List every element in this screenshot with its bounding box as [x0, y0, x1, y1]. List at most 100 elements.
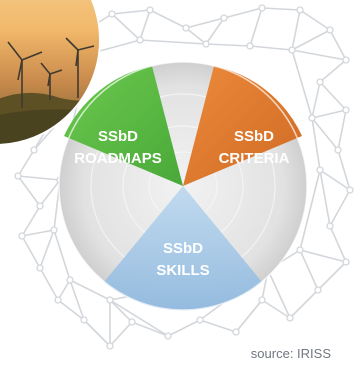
network-line [289, 289, 319, 319]
network-node [220, 14, 228, 22]
network-line [249, 45, 293, 51]
network-line [319, 169, 331, 227]
network-line [131, 321, 169, 337]
network-line [299, 249, 347, 263]
network-node [296, 246, 304, 254]
network-line [261, 7, 301, 11]
network-line [329, 189, 351, 227]
roadmaps-label-line1: SSbD [98, 128, 138, 145]
network-node [314, 286, 322, 294]
network-line [109, 299, 169, 337]
network-node [164, 332, 172, 340]
network-line [311, 117, 339, 151]
network-node [346, 186, 354, 194]
ssbd-wheel: SSbD ROADMAPS SSbD CRITERIA SSbD SKILLS [58, 61, 308, 311]
network-line [337, 109, 347, 151]
network-node [136, 36, 144, 44]
network-node [316, 78, 324, 86]
segment-criteria [183, 66, 302, 186]
network-line [299, 9, 331, 31]
network-line [95, 39, 141, 53]
network-line [39, 229, 55, 269]
network-node [286, 314, 294, 322]
network-node [288, 46, 296, 54]
network-line [69, 279, 85, 321]
network-line [291, 29, 331, 51]
network-line [337, 149, 351, 191]
network-line [39, 267, 59, 301]
network-node [36, 202, 44, 210]
network-line [83, 319, 111, 347]
network-node [196, 316, 204, 324]
network-line [109, 321, 133, 347]
network-line [139, 9, 151, 41]
network-node [342, 258, 350, 266]
network-node [308, 114, 316, 122]
network-node [232, 328, 240, 336]
network-line [223, 7, 263, 19]
network-line [311, 109, 347, 119]
network-node [18, 232, 26, 240]
criteria-label-line1: SSbD [234, 128, 274, 145]
criteria-label-line2: CRITERIA [219, 150, 290, 167]
network-node [296, 6, 304, 14]
network-line [291, 49, 313, 119]
network-line [53, 229, 71, 281]
network-line [17, 149, 35, 177]
network-node [342, 56, 350, 64]
network-node [36, 264, 44, 272]
network-line [111, 13, 141, 41]
network-line [299, 169, 321, 251]
network-node [258, 296, 266, 304]
network-node [66, 276, 74, 284]
network-line [291, 49, 347, 61]
network-line [329, 29, 347, 61]
network-lines [14, 4, 354, 350]
network-line [299, 249, 319, 291]
network-node [258, 4, 266, 12]
network-line [319, 169, 351, 191]
network-line [185, 27, 207, 45]
network-line [319, 59, 347, 83]
network-line [317, 261, 347, 291]
network-node [326, 26, 334, 34]
network-line [319, 81, 347, 111]
network-line [291, 9, 301, 51]
network-node [50, 226, 58, 234]
network-line [39, 179, 61, 207]
network-node [334, 146, 342, 154]
network-line [109, 299, 133, 323]
network-node [326, 222, 334, 230]
network-line [57, 279, 71, 301]
network-node [316, 166, 324, 174]
network-line [235, 299, 263, 333]
segment-skills [104, 186, 262, 311]
network-node [30, 146, 38, 154]
photo-border [0, 0, 101, 146]
skills-label-line2: SKILLS [156, 262, 209, 279]
network-line [149, 9, 187, 29]
segment-roadmaps [64, 66, 183, 186]
network-node [106, 296, 114, 304]
network-node [182, 24, 190, 32]
network-node [128, 318, 136, 326]
network-node [108, 10, 116, 18]
network-line [267, 269, 291, 319]
network-node [146, 6, 154, 14]
source-caption: source: IRISS [247, 346, 334, 361]
network-line [311, 117, 321, 171]
network-line [311, 81, 321, 119]
network-line [17, 175, 61, 181]
network-node [54, 296, 62, 304]
network-line [111, 9, 151, 15]
network-line [21, 235, 41, 269]
network-node [202, 40, 210, 48]
network-line [205, 43, 251, 47]
network-line [167, 319, 201, 337]
network-line [69, 279, 111, 301]
network-line [249, 7, 263, 47]
network-node [80, 316, 88, 324]
network-line [21, 229, 55, 237]
network-line [21, 205, 41, 237]
network-node [342, 106, 350, 114]
